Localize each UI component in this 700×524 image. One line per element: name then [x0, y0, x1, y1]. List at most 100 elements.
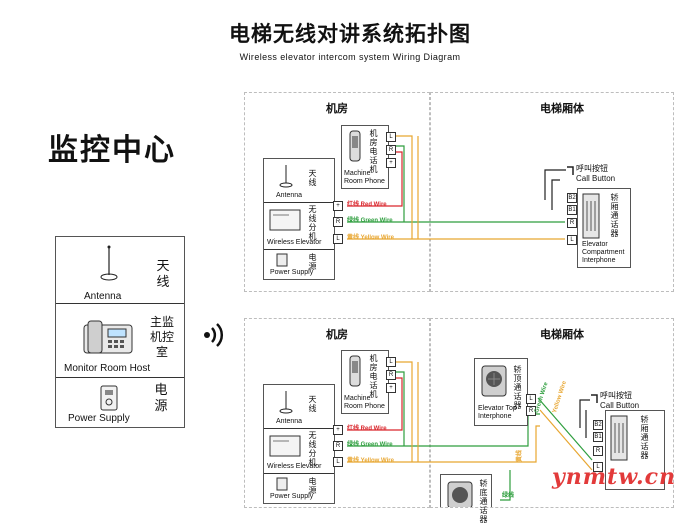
antenna-icon: [278, 163, 294, 189]
panel-1-wireless-extension: 天线 Antenna 无线分机 Wireless Elevator 电源 Pow…: [263, 158, 335, 280]
panel-2-green-short-label: 绿线: [502, 493, 515, 499]
terminal-b1: B1: [593, 432, 603, 442]
terminal-r: R: [386, 370, 396, 380]
speaker-icon: [447, 481, 473, 509]
terminal-plus: +: [333, 201, 343, 211]
monitor-antenna-en: Antenna: [84, 291, 122, 302]
panel-2-machine-phone-cn: 机房电话机: [369, 354, 378, 399]
panel-1-antenna-en: Antenna: [276, 192, 303, 199]
panel-2-yellow-wire-label: 黄线 Yellow Wire: [347, 458, 394, 464]
panel-1-yellow-wire-label: 黄线 Yellow Wire: [347, 235, 394, 241]
divider: [264, 428, 334, 429]
panel-2-bottom-phone-cn: 轿底通话器: [479, 479, 488, 524]
panel-2-bottom-interphone: 轿底通话器: [440, 474, 492, 524]
panel-2-antenna-cn: 天线: [308, 395, 317, 413]
monitor-center-title: 监控中心: [48, 133, 176, 168]
panel-2-elevator-car-label: 电梯厢体: [540, 328, 584, 341]
panel-2-green-wire: [500, 470, 511, 501]
monitor-host-cn: 主监机控室: [149, 315, 174, 359]
interphone-icon: [610, 415, 628, 461]
terminal-plus: +: [386, 158, 396, 168]
panel-2-green-wire: [537, 397, 593, 461]
terminal-l: L: [386, 132, 396, 142]
panel-1-antenna-cn: 天线: [308, 169, 317, 187]
panel-2-call-button-en: Call Button: [600, 401, 640, 410]
handset-icon: [346, 130, 364, 162]
terminal-r: R: [386, 145, 396, 155]
panel-2-top-interphone: 轿顶通话器 Elevator Top Interphone: [474, 358, 528, 426]
panel-1-wireless-cn: 无线分机: [308, 205, 317, 241]
terminal-l: L: [526, 394, 536, 404]
panel-2-yellow-short-label: 黄线: [517, 449, 523, 462]
terminal-l: L: [386, 357, 396, 367]
panel-1-red-wire: [347, 151, 403, 207]
panel-1-green-wire: [347, 145, 565, 223]
panel-2-wireless-cn: 无线分机: [308, 431, 317, 467]
wireless-signal-icon: [200, 320, 230, 350]
interphone-icon: [582, 193, 600, 239]
terminal-plus: +: [386, 383, 396, 393]
panel-1-car-phone-cn: 轿厢通话器: [610, 193, 619, 238]
panel-2-yellow-wire: [539, 409, 593, 471]
panel-2-green-wire-label: 绿线 Green Wire: [347, 442, 393, 448]
divider: [264, 473, 334, 474]
panel-2-call-wires: [579, 399, 590, 438]
monitor-power-cn: 电源: [154, 383, 168, 414]
panel-1-machine-room-label: 机房: [326, 102, 348, 115]
power-supply-icon: [100, 385, 118, 411]
terminal-l: L: [567, 235, 577, 245]
panel-2-top-phone-en: Elevator Top Interphone: [478, 405, 517, 420]
antenna-icon: [94, 245, 124, 283]
diagram-title: 电梯无线对讲系统拓扑图: [229, 22, 471, 46]
panel-2-red-wire: [347, 377, 403, 431]
panel-1-power-en: Power Supply: [270, 269, 314, 276]
terminal-plus: +: [333, 425, 343, 435]
terminal-b1: B1: [567, 205, 577, 215]
panel-1-car-interphone: 轿厢通话器 Elevator Compartment Interphone: [577, 188, 631, 268]
divider: [264, 249, 334, 250]
terminal-r: R: [526, 406, 536, 416]
panel-2-machine-room-label: 机房: [326, 328, 348, 341]
panel-2-machine-phone-en: Machine Room Phone: [344, 395, 385, 410]
monitor-antenna-cn: 天线: [156, 259, 170, 290]
panel-2-yellow-wire: [347, 361, 540, 463]
divider: [56, 377, 184, 378]
monitor-host-icon: [80, 317, 136, 357]
terminal-l: L: [593, 462, 603, 472]
panel-2-call-button-cn: 呼叫按钮: [600, 391, 632, 400]
wireless-unit-icon: [269, 435, 301, 457]
panel-2-top-phone-cn: 轿顶通话器: [513, 365, 522, 410]
panel-2-machine-phone: 机房电话机 Machine Room Phone: [341, 350, 389, 414]
panel-1-machine-phone: 机房电话机 Machine Room Phone: [341, 125, 389, 189]
power-supply-icon: [276, 253, 288, 267]
speaker-icon: [481, 365, 507, 397]
panel-1-call-button-cn: 呼叫按钮: [576, 164, 608, 173]
panel-1-yellow-wire: [347, 135, 565, 240]
panel-1-car-phone-en: Elevator Compartment Interphone: [582, 241, 625, 264]
terminal-b2: B2: [567, 193, 577, 203]
panel-1-red-wire-label: 红线 Red Wire: [347, 202, 387, 208]
watermark: ynmtw.cn: [552, 464, 676, 490]
terminal-b2: B2: [593, 420, 603, 430]
divider: [264, 202, 334, 203]
power-supply-icon: [276, 477, 288, 491]
panel-1-power-cn: 电源: [308, 253, 317, 271]
diagram-subtitle: Wireless elevator intercom system Wiring…: [239, 52, 461, 62]
panel-2-power-cn: 电源: [308, 477, 317, 495]
monitor-center-box: 天线 Antenna 主监机控室 Monitor Room Host 电源 Po…: [55, 236, 185, 428]
panel-1-call-wires: [544, 169, 566, 210]
panel-2-wires: [347, 361, 593, 501]
handset-icon: [346, 355, 364, 387]
panel-1-green-wire-label: 绿线 Green Wire: [347, 218, 393, 224]
panel-2-power-en: Power Supply: [270, 493, 314, 500]
terminal-l: L: [333, 234, 343, 244]
call-button-icon: [566, 163, 574, 175]
terminal-l: L: [333, 457, 343, 467]
panel-1-machine-phone-en: Machine Room Phone: [344, 170, 385, 185]
panel-1-elevator-car-label: 电梯厢体: [540, 102, 584, 115]
monitor-power-en: Power Supply: [68, 413, 130, 424]
monitor-host-en: Monitor Room Host: [64, 363, 151, 374]
wireless-unit-icon: [269, 209, 301, 231]
panel-1-wireless-en: Wireless Elevator: [267, 239, 322, 246]
panel-2-car-interphone: 轿厢通话器: [605, 410, 665, 490]
